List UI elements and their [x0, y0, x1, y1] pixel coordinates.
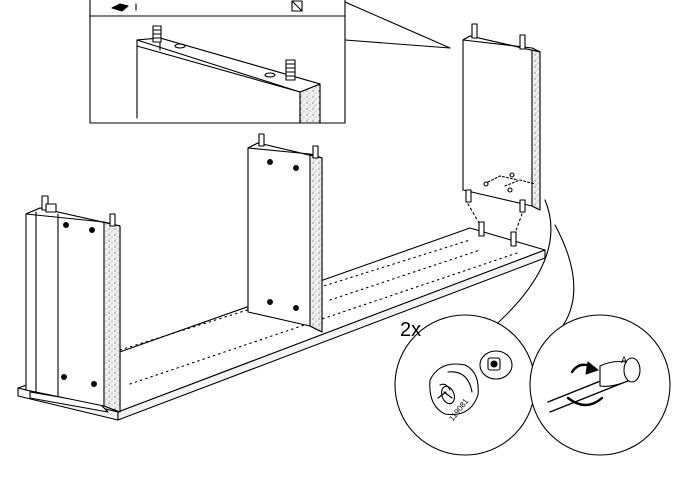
base-dowels	[478, 221, 517, 247]
inset-dowel-right	[285, 59, 296, 81]
screwdriver-icon	[547, 357, 641, 413]
detail-inset	[89, 0, 451, 124]
middle-panel	[247, 133, 323, 333]
inset-side-panel	[136, 37, 321, 124]
quantity-label: 2x	[400, 319, 422, 341]
inset-dowel-left	[152, 25, 162, 43]
left-side-panel	[25, 195, 121, 413]
cam-lock-icon	[429, 363, 479, 416]
right-side-panel	[462, 23, 541, 213]
dowel-icon	[479, 350, 513, 380]
cam-mark-label: A	[621, 355, 628, 365]
callout-screwdriver	[529, 314, 671, 456]
rotation-arrow-icon	[566, 361, 604, 407]
